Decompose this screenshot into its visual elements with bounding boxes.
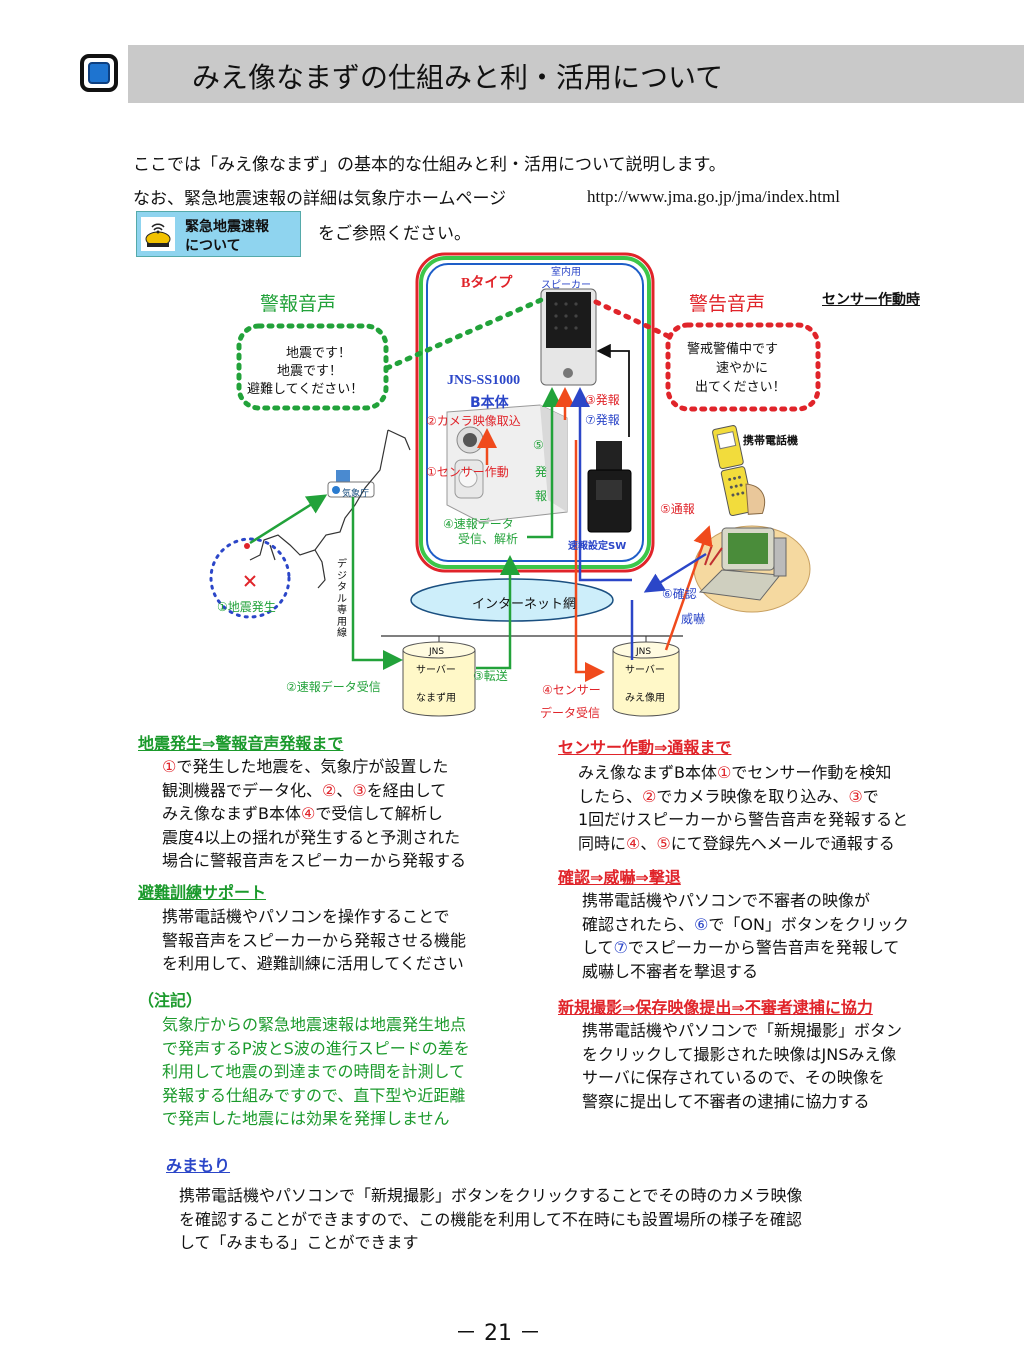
step-receive: ②速報データ受信 [286,680,381,694]
step-intimidate: 威嚇 [681,612,706,626]
right3-title: 新規撮影⇒保存映像提出⇒不審者逮捕に協力 [558,998,873,1017]
type-label: Bタイプ [461,276,513,291]
pc-illustration [693,525,811,613]
digital-line-label: デジタル専用線 [337,559,347,639]
right2-title: 確認⇒威嚇⇒撃退 [558,868,681,887]
step-alarm5-num: ⑤ [533,438,544,452]
step-transfer: ③転送 [473,669,508,683]
step-confirm: ⑥確認 [662,587,697,601]
jma-label: 気象庁 [342,489,370,499]
quake-circle [209,537,291,619]
indoor-speaker [540,288,597,386]
intro-line-3: をご参照ください。 [318,224,471,244]
notify-switch-device [587,441,632,533]
mobile-phone [712,425,766,517]
server-mieizo [612,641,680,717]
step-sensor-data-1: ④センサー [542,683,601,697]
system-diagram [209,252,821,717]
jma-url-link[interactable]: http://www.jma.go.jp/jma/index.html [587,187,840,206]
notify-switch-label: 速報設定SW [568,541,627,552]
header-icon [80,54,118,92]
internet-label: インターネット網 [472,597,577,612]
quake-label: ①地震発生 [217,600,276,614]
eew-badge-button[interactable]: 緊急地震速報 について [136,211,301,257]
server1-line-3: なまず用 [416,693,456,704]
warning-bubble-line-2: 速やかに [716,361,769,376]
right2-body: 携帯電話機やパソコンで不審者の映像が 確認されたら、⑥で「ON」ボタンをクリック… [582,891,909,981]
intro-line-2: なお、緊急地震速報の詳細は気象庁ホームページ [133,189,507,209]
left3-body: 気象庁からの緊急地震速報は地震発生地点 で発声するP波とS波の進行スピードの差を… [162,1015,470,1128]
alarm-bubble-line-1: 地震です！ [286,346,352,361]
step-alarm3: ③発報 [585,393,620,407]
speaker-label-1: 室内用 [551,267,581,278]
badge-line-2: について [185,238,241,254]
warning-bubble [665,322,821,412]
intro-line-1: ここでは「みえ像なまず」の基本的な仕組みと利・活用について説明します。 [133,155,726,175]
step-sensor: ①センサー作動 [426,465,509,479]
step-data-2: 受信、解析 [458,532,519,546]
step-alarm5-a: 発 [535,465,548,479]
bottom-title: みまもり [166,1156,231,1175]
step-alarm5-b: 報 [535,489,548,503]
step-alarm7: ⑦発報 [585,413,620,427]
alarm-voice-label: 警報音声 [260,293,337,315]
warning-voice-label: 警告音声 [689,293,766,315]
warning-bubble-line-3: 出てください！ [695,380,786,395]
left2-body: 携帯電話機やパソコンを操作することで 警報音声をスピーカーから発報させる機能 を… [162,907,467,973]
internet-cloud [410,578,614,622]
server-namazu [402,641,476,717]
device-model: JNS-SS1000 [447,373,521,388]
japan-map [249,429,411,589]
bottom-body: 携帯電話機やパソコンで「新規撮影」ボタンをクリックすることでその時のカメラ映像 … [179,1186,803,1252]
step-notify: ⑤通報 [660,502,695,516]
header-bar [128,45,1024,103]
page-number: － 21 － [455,1321,541,1346]
server1-line-1: JNS [429,647,445,657]
server2-line-1: JNS [636,647,652,657]
step-sensor-data-2: データ受信 [540,706,601,720]
mobile-label: 携帯電話機 [743,434,798,447]
alarm-bubble-line-3: 避難してください！ [247,382,364,397]
page-title: みえ像なまずの仕組みと利・活用について [192,61,724,94]
warning-bubble-line-1: 警戒警備中です [687,342,779,357]
server2-line-2: サーバー [625,665,665,676]
server1-line-2: サーバー [416,665,456,676]
left2-title: 避難訓練サポート [138,883,267,902]
speaker-label-2: スピーカー [541,280,591,291]
device-body: B本体 [470,395,509,411]
sensor-trigger-label: センサー作動時 [822,292,920,308]
step-camera: ②カメラ映像取込 [426,414,521,428]
right1-title: センサー作動⇒通報まで [558,738,732,757]
badge-line-1: 緊急地震速報 [185,219,269,235]
eew-logo-icon [141,217,175,251]
right1-body: みえ像なまずB本体①でセンサー作動を検知 したら、②でカメラ映像を取り込み、③で… [578,763,909,853]
right3-body: 携帯電話機やパソコンで「新規撮影」ボタン をクリックして撮影された映像はJNSみ… [582,1021,903,1111]
alarm-bubble-line-2: 地震です！ [277,364,343,379]
left3-title: （注記） [138,991,203,1010]
server2-line-3: みえ像用 [625,693,665,704]
step-data-1: ④速報データ [443,517,514,531]
left1-title: 地震発生⇒警報音声発報まで [138,734,344,753]
left1-body: ①で発生した地震を、気象庁が設置した 観測機器でデータ化、②、③を経由して みえ… [162,757,467,870]
